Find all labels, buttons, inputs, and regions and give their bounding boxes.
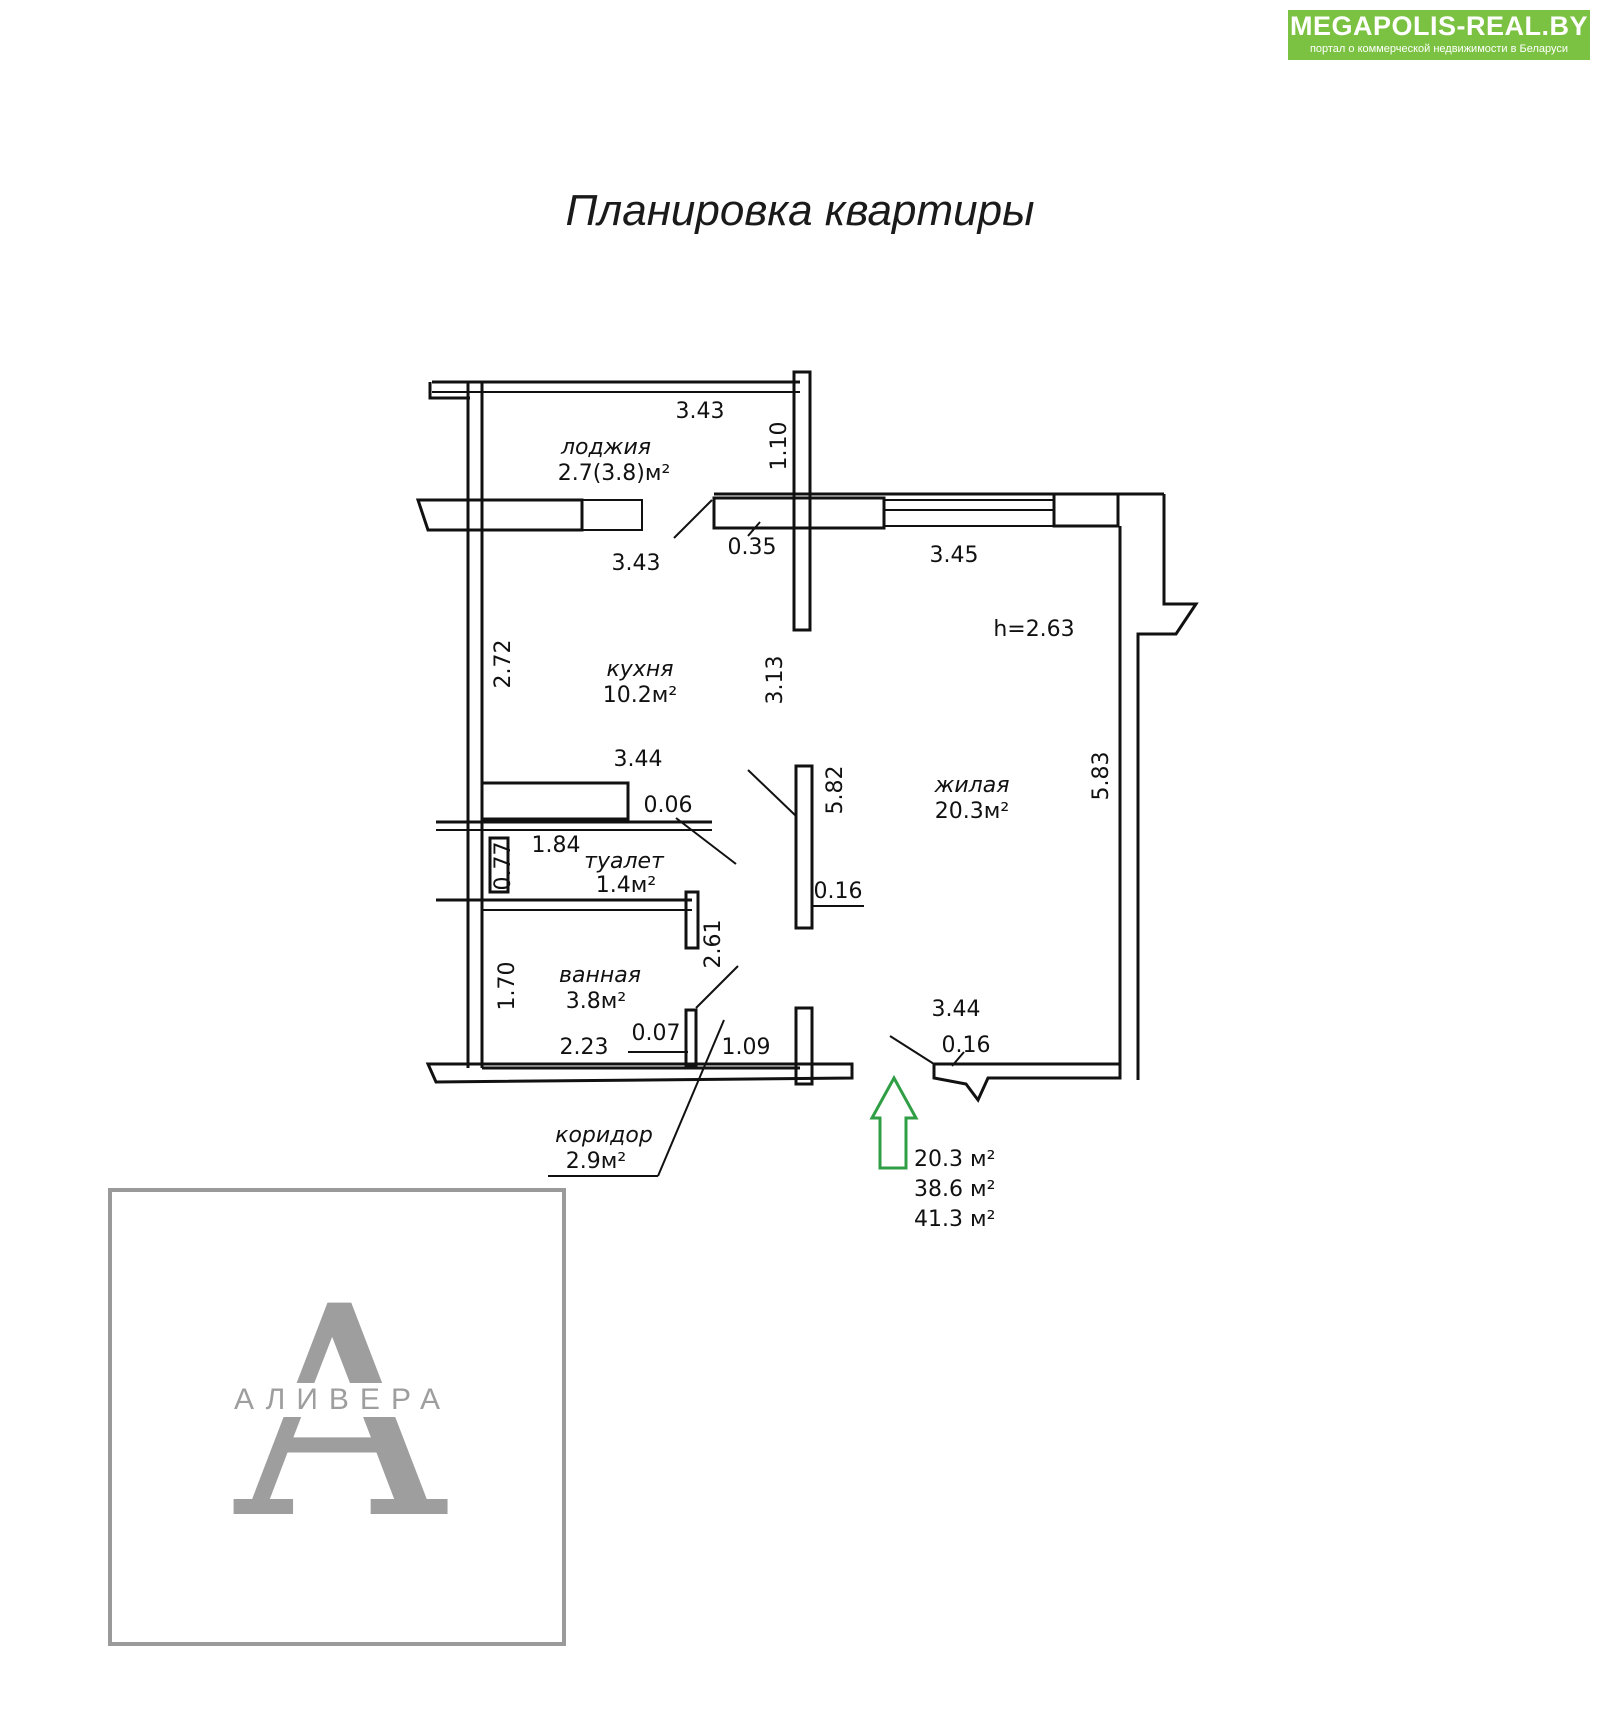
watermark-frame [108, 1188, 566, 1646]
dim-loggia-depth: 1.10 [767, 422, 792, 471]
dim-bath-height: 1.70 [495, 962, 520, 1011]
dim-hall-wall-thickness: 0.16 [814, 879, 863, 904]
total-area-with-loggia: 41.3 м² [914, 1207, 995, 1232]
bathroom-name: ванная [559, 963, 641, 988]
bathroom-area: 3.8м² [566, 989, 626, 1014]
dim-living-right: 5.83 [1089, 752, 1114, 801]
loggia-area: 2.7(3.8)м² [558, 461, 671, 486]
corridor-name: коридор [555, 1123, 653, 1148]
site-logo-name: MEGAPOLIS-REAL.BY [1289, 11, 1588, 41]
dim-toilet-width: 0.77 [491, 842, 516, 891]
loggia-name: лоджия [560, 435, 651, 460]
loggia-walls [415, 370, 812, 632]
dim-kitchen-bottom: 3.44 [614, 747, 663, 772]
total-apartment-area: 38.6 м² [914, 1177, 995, 1202]
dim-kitchen-left: 2.72 [491, 640, 516, 689]
dim-toilet-length: 1.84 [532, 833, 581, 858]
site-logo-tagline: портал о коммерческой недвижимости в Бел… [1309, 43, 1569, 55]
dim-living-bottom: 3.44 [932, 997, 981, 1022]
dim-kitchen-right: 3.13 [763, 656, 788, 705]
interior-partitions [436, 764, 814, 1068]
dim-living-top: 3.45 [930, 543, 979, 568]
total-living-area: 20.3 м² [914, 1147, 995, 1172]
dim-bath-bottom: 2.23 [560, 1035, 609, 1060]
dim-partition-wall: 0.06 [644, 793, 693, 818]
ceiling-height: h=2.63 [993, 617, 1074, 642]
living-name: жилая [934, 773, 1010, 798]
living-area: 20.3м² [935, 799, 1009, 824]
toilet-area: 1.4м² [596, 873, 656, 898]
dim-bath-wall: 2.61 [701, 920, 726, 969]
left-exterior-wall [466, 530, 484, 1068]
top-exterior-wall [712, 492, 1199, 1080]
dim-entry-wall: 0.16 [942, 1033, 991, 1058]
watermark-word: АЛИВЕРА [230, 1383, 455, 1417]
site-logo-badge: MEGAPOLIS-REAL.BY портал о коммерческой … [1288, 10, 1590, 60]
kitchen-area: 10.2м² [603, 683, 677, 708]
dim-bath-wall-thickness: 0.07 [632, 1021, 681, 1046]
dim-hall-wall-length: 5.82 [823, 766, 848, 815]
corridor-area: 2.9м² [566, 1149, 626, 1174]
toilet-name: туалет [584, 849, 665, 874]
door-swings [548, 499, 965, 1177]
kitchen-name: кухня [607, 657, 674, 682]
dim-wall-thickness-top: 0.35 [728, 535, 777, 560]
dim-loggia-width: 3.43 [676, 399, 725, 424]
dim-kitchen-top: 3.43 [612, 551, 661, 576]
entrance-arrow [869, 1074, 919, 1170]
bottom-exterior-wall [425, 1006, 1122, 1103]
dim-corridor-bottom: 1.09 [722, 1035, 771, 1060]
page-title: Планировка квартиры [565, 186, 1035, 235]
